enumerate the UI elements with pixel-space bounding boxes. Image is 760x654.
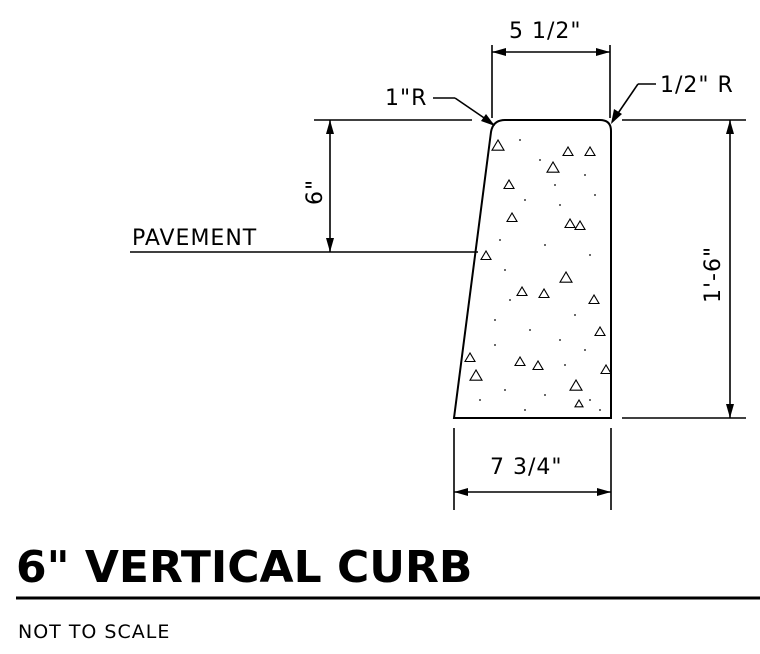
top-width-label: 5 1/2" xyxy=(509,19,582,44)
aggregate-triangle xyxy=(600,363,612,375)
aggregate-triangle xyxy=(516,285,528,297)
aggregate-triangle xyxy=(480,249,492,261)
aggregate-dot xyxy=(494,319,496,321)
aggregate-triangle xyxy=(532,359,544,371)
aggregate-dot xyxy=(589,254,591,256)
aggregate-dot xyxy=(554,184,556,186)
aggregate-dot xyxy=(544,394,546,396)
total-height-dimension: 1'-6" xyxy=(622,119,746,419)
aggregate-triangle xyxy=(588,293,600,305)
aggregate-triangle xyxy=(594,325,606,337)
curb-profile xyxy=(452,119,612,419)
aggregate-triangle xyxy=(574,398,584,408)
aggregate-dot xyxy=(524,409,526,411)
aggregate-dot xyxy=(584,174,586,176)
aggregate-triangle xyxy=(506,211,518,223)
aggregate-dot xyxy=(499,239,501,241)
aggregate-dot xyxy=(529,329,531,331)
aggregate-dot xyxy=(504,269,506,271)
total-height-label: 1'-6" xyxy=(701,246,726,303)
pavement-label: PAVEMENT xyxy=(132,226,257,251)
aggregate-triangle xyxy=(464,351,476,363)
reveal-height-label: 6" xyxy=(303,179,328,205)
aggregate-triangle xyxy=(569,378,583,391)
reveal-height-dimension: 6" xyxy=(303,119,472,252)
aggregate-triangle xyxy=(559,270,573,283)
aggregate-dot xyxy=(509,299,511,301)
aggregate-triangle xyxy=(584,145,596,157)
aggregate-dot xyxy=(589,399,591,401)
concrete-aggregate xyxy=(464,138,612,411)
scale-note: NOT TO SCALE xyxy=(18,621,170,643)
top-width-dimension: 5 1/2" xyxy=(491,19,611,118)
aggregate-dot xyxy=(494,344,496,346)
aggregate-dot xyxy=(539,159,541,161)
aggregate-triangle xyxy=(564,217,576,229)
aggregate-triangle xyxy=(514,355,526,367)
aggregate-dot xyxy=(574,314,576,316)
left-radius-leader: 1"R xyxy=(385,86,495,126)
aggregate-triangle xyxy=(503,178,515,190)
aggregate-dot xyxy=(599,409,601,411)
aggregate-dot xyxy=(564,364,566,366)
aggregate-triangle xyxy=(562,145,574,157)
aggregate-dot xyxy=(584,349,586,351)
aggregate-triangle xyxy=(469,368,483,381)
right-radius-leader: 1/2" R xyxy=(611,73,734,124)
left-radius-label: 1"R xyxy=(385,86,427,111)
drawing-title: 6" VERTICAL CURB xyxy=(16,542,472,593)
aggregate-dot xyxy=(544,244,546,246)
bottom-width-dimension: 7 3/4" xyxy=(453,428,612,510)
aggregate-dot xyxy=(504,389,506,391)
aggregate-dot xyxy=(559,339,561,341)
aggregate-triangle xyxy=(491,138,505,151)
aggregate-dot xyxy=(594,194,596,196)
aggregate-dot xyxy=(524,199,526,201)
aggregate-triangle xyxy=(574,219,586,231)
aggregate-dot xyxy=(519,139,521,141)
aggregate-triangle xyxy=(538,287,550,299)
right-radius-label: 1/2" R xyxy=(660,73,734,98)
bottom-width-label: 7 3/4" xyxy=(490,455,563,480)
aggregate-triangle xyxy=(546,160,560,173)
aggregate-dot xyxy=(479,399,481,401)
aggregate-dot xyxy=(559,204,561,206)
